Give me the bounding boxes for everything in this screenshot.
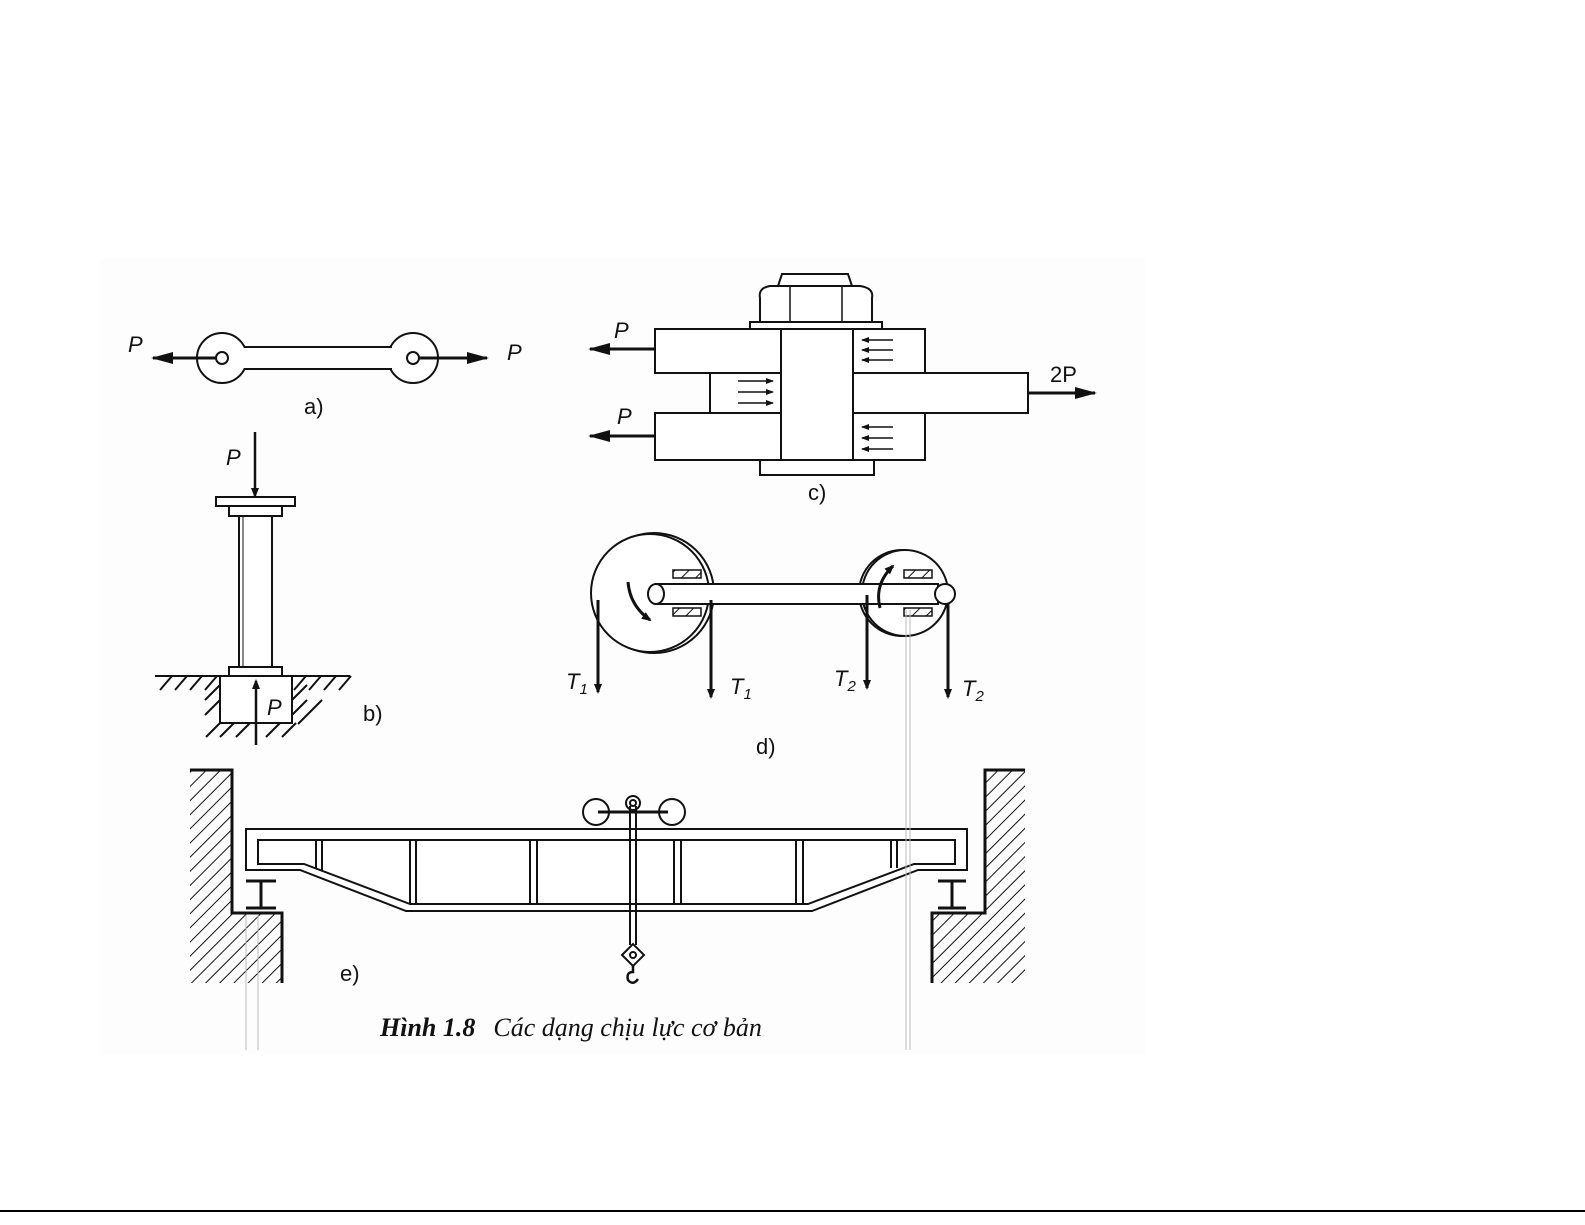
left-pin-hole xyxy=(216,352,228,364)
a-right-force-label: P xyxy=(507,340,522,365)
sub-label-b: b) xyxy=(363,701,383,726)
e-right-rail xyxy=(938,881,966,908)
c-bolt-shank xyxy=(781,329,853,460)
e-left-rail xyxy=(246,881,276,908)
sub-label-e: e) xyxy=(340,961,360,986)
sub-label-a: a) xyxy=(304,394,324,419)
c-top-force-label: P xyxy=(614,318,629,343)
b-column-shaft xyxy=(239,516,272,667)
e-left-wall xyxy=(190,770,282,983)
diagram-c-bolted-joint xyxy=(655,274,1028,475)
c-nut-top xyxy=(778,274,852,286)
c-middle-plate xyxy=(710,373,1028,413)
diagram-a-tension-link xyxy=(153,333,487,383)
d-shaft xyxy=(656,584,938,604)
sub-label-c: c) xyxy=(808,480,826,505)
a-left-force-label: P xyxy=(128,332,143,357)
d-shaft-left-end xyxy=(648,584,664,604)
c-bolt-head xyxy=(760,460,874,475)
b-top-force-label: P xyxy=(226,445,241,470)
e-girder-outer xyxy=(246,829,967,911)
e-trolley xyxy=(583,796,685,825)
c-nut xyxy=(760,286,873,322)
b-bottom-force-label: P xyxy=(267,695,282,720)
c-bottom-force-label: P xyxy=(617,404,632,429)
sub-label-d: d) xyxy=(756,734,776,759)
right-pin-hole xyxy=(407,352,419,364)
d-t2-right-label: T2 xyxy=(962,676,984,705)
diagram-e-crane-girder xyxy=(190,770,1025,983)
d-t2-left-label: T2 xyxy=(834,666,856,695)
d-t1-right-label: T1 xyxy=(730,674,752,703)
e-right-wall xyxy=(932,770,1025,983)
bottom-border-line xyxy=(0,1210,1585,1212)
b-top-plate xyxy=(216,497,295,506)
d-t1-left-label: T1 xyxy=(566,669,588,698)
c-right-force-label: 2P xyxy=(1050,362,1077,387)
c-washer xyxy=(750,322,882,329)
diagram-d-torsion-shaft xyxy=(591,533,955,653)
b-bottom-cap xyxy=(229,667,282,676)
b-top-cap xyxy=(229,506,282,516)
d-shaft-right-end xyxy=(935,584,955,604)
